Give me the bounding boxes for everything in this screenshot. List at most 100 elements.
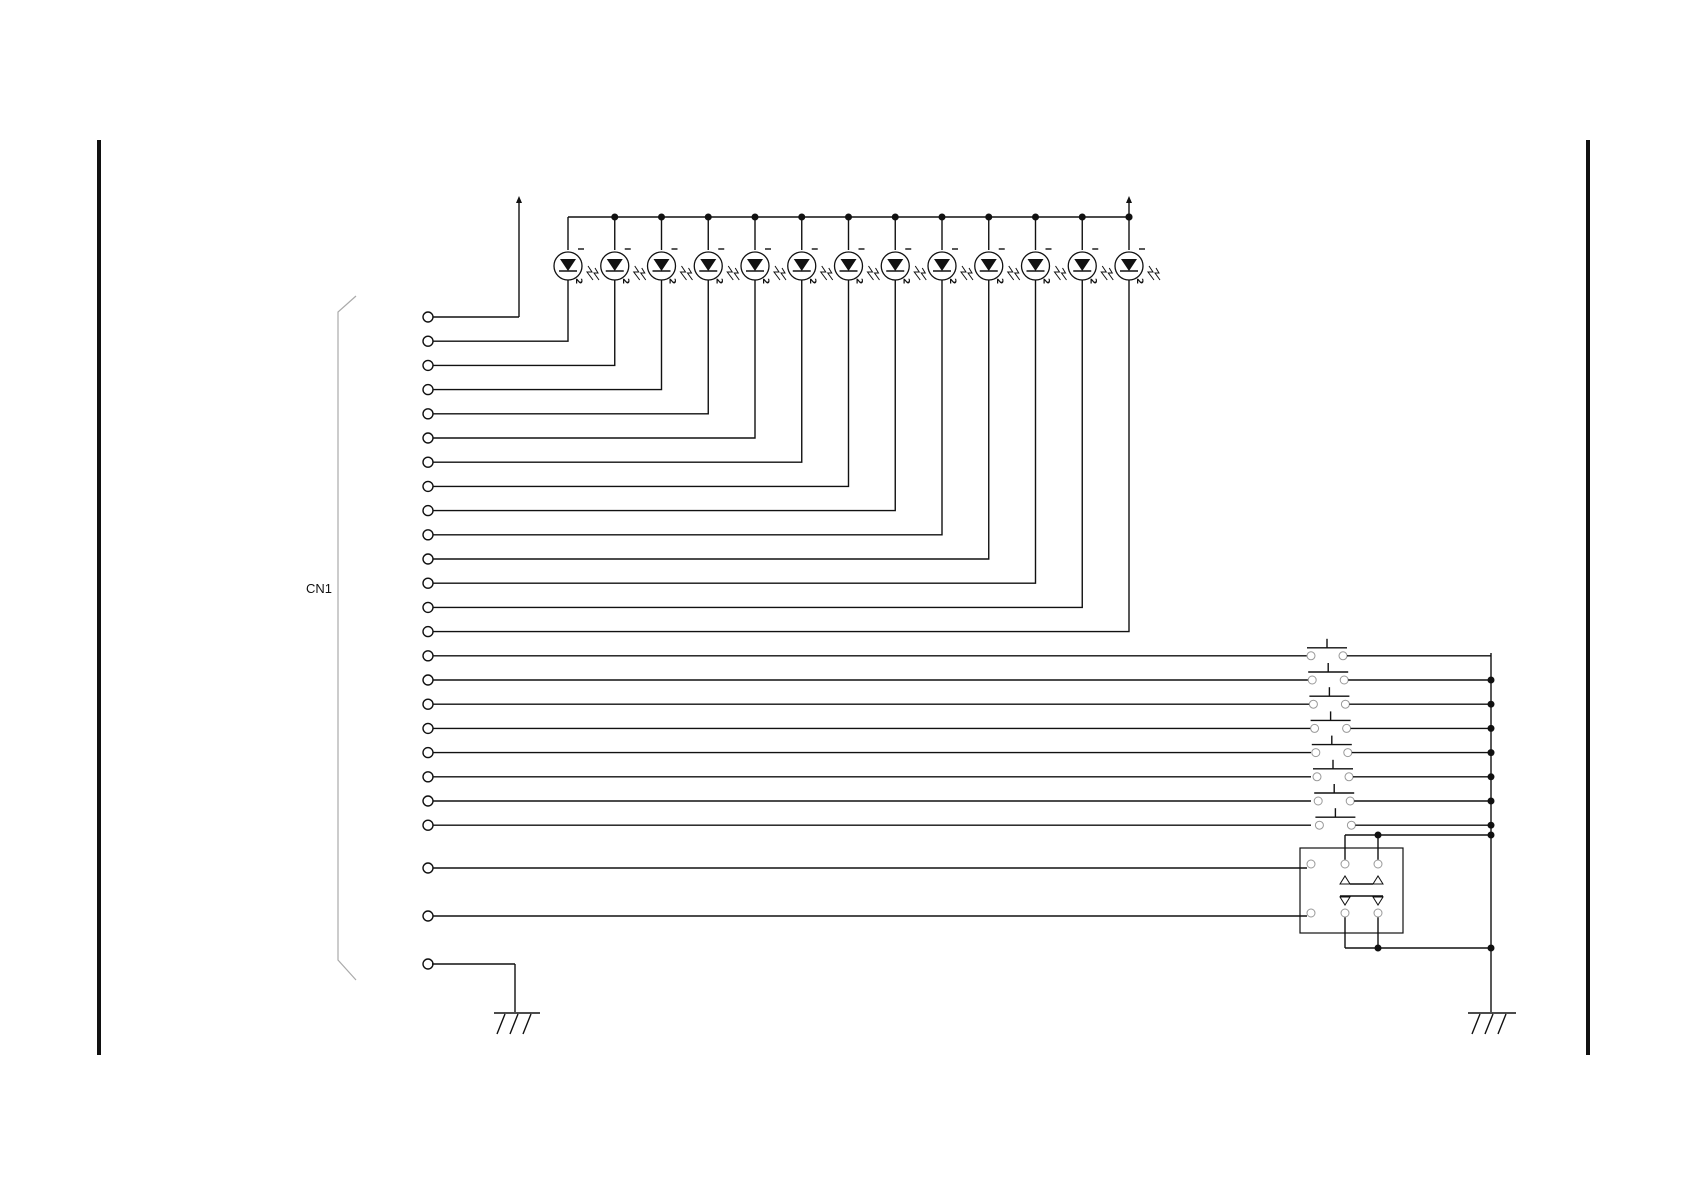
connector-pin[interactable]	[423, 675, 433, 685]
led-icon: 2	[788, 217, 833, 284]
junction-dot	[939, 214, 946, 221]
led-icon: 2	[1022, 217, 1067, 284]
push-switch-icon	[1314, 784, 1491, 805]
led-icon: 2	[741, 217, 786, 284]
switch-actuator-down-icon	[1340, 897, 1383, 905]
connector-pin[interactable]	[423, 602, 433, 612]
connector-pin[interactable]	[423, 863, 433, 873]
junction-dot	[1375, 945, 1382, 952]
led-icon: 2	[601, 217, 646, 284]
connector-pin[interactable]	[423, 959, 433, 969]
push-switch-icon	[1312, 736, 1491, 757]
connector-pin[interactable]	[423, 385, 433, 395]
led-icon: 2	[881, 217, 926, 284]
connector-pin[interactable]	[423, 578, 433, 588]
junction-dot	[845, 214, 852, 221]
connector-pin[interactable]	[423, 911, 433, 921]
led-pin-label: 2	[900, 278, 910, 284]
led-pin-label: 2	[760, 278, 770, 284]
connector-pin[interactable]	[423, 336, 433, 346]
push-switch-icon	[1308, 663, 1491, 684]
led-pin-label: 2	[994, 278, 1004, 284]
led-icon: 2	[1068, 217, 1113, 284]
connector-pin[interactable]	[423, 627, 433, 637]
switch-contact	[1341, 909, 1349, 917]
connector-bracket	[338, 296, 356, 980]
connector-pin[interactable]	[423, 651, 433, 661]
switch-contact	[1307, 909, 1315, 917]
junction-dot	[1126, 214, 1133, 221]
connector-pin[interactable]	[423, 530, 433, 540]
push-switch-icon	[1311, 711, 1491, 732]
connector-pin[interactable]	[423, 748, 433, 758]
wire	[433, 280, 1036, 583]
junction-dot	[611, 214, 618, 221]
switch-contact	[1341, 860, 1349, 868]
wire	[433, 280, 708, 414]
connector-pin[interactable]	[423, 723, 433, 733]
wire	[433, 280, 942, 535]
junction-dot	[658, 214, 665, 221]
led-icon: 2	[648, 217, 693, 284]
push-switch-icon	[1315, 808, 1491, 829]
led-pin-label: 2	[807, 278, 817, 284]
dual-switch-block	[1300, 848, 1403, 933]
connector-pin[interactable]	[423, 554, 433, 564]
connector-pin[interactable]	[423, 481, 433, 491]
junction-dot	[705, 214, 712, 221]
led-bus-arrow-icon	[1126, 196, 1132, 203]
connector-label: CN1	[306, 581, 332, 596]
junction-dot	[798, 214, 805, 221]
led-pin-label: 2	[1041, 278, 1051, 284]
led-pin-label: 2	[620, 278, 630, 284]
junction-dot	[1488, 945, 1495, 952]
switch-contact	[1374, 860, 1382, 868]
connector-pin[interactable]	[423, 409, 433, 419]
wire	[433, 280, 568, 341]
junction-dot	[1079, 214, 1086, 221]
connector-pin[interactable]	[423, 699, 433, 709]
switch-contact	[1374, 909, 1382, 917]
switch-contact	[1307, 860, 1315, 868]
connector-pin[interactable]	[423, 796, 433, 806]
led-icon: 2	[1115, 217, 1160, 284]
push-switch-icon	[1309, 687, 1491, 708]
junction-dot	[1488, 832, 1495, 839]
junction-dot	[892, 214, 899, 221]
wire	[433, 280, 615, 365]
led-pin-label: 2	[713, 278, 723, 284]
connector-pin[interactable]	[423, 772, 433, 782]
junction-dot	[752, 214, 759, 221]
wire	[433, 280, 989, 559]
wire	[433, 280, 1082, 607]
connector-pin[interactable]	[423, 457, 433, 467]
connector-pin[interactable]	[423, 820, 433, 830]
led-pin-label: 2	[947, 278, 957, 284]
connector-pin[interactable]	[423, 312, 433, 322]
wire	[433, 280, 662, 390]
wire	[433, 280, 895, 511]
push-switch-icon	[1307, 639, 1491, 660]
switch-actuator-up-icon	[1340, 876, 1383, 884]
wire	[433, 280, 849, 486]
connector-pin[interactable]	[423, 360, 433, 370]
led-icon: 2	[975, 217, 1020, 284]
ground-icon	[494, 1013, 540, 1034]
led-pin-label: 2	[854, 278, 864, 284]
junction-dot	[1375, 832, 1382, 839]
ground-icon	[1468, 1013, 1516, 1034]
led-icon: 2	[835, 217, 880, 284]
junction-dot	[1032, 214, 1039, 221]
wire	[433, 280, 802, 462]
led-pin-label: 2	[573, 278, 583, 284]
led-pin-label: 2	[667, 278, 677, 284]
led-icon: 2	[928, 217, 973, 284]
connector-pin[interactable]	[423, 506, 433, 516]
push-switch-icon	[1313, 760, 1491, 781]
led-pin-label: 2	[1134, 278, 1144, 284]
junction-dot	[985, 214, 992, 221]
connector-pin[interactable]	[423, 433, 433, 443]
supply-arrow-icon	[516, 196, 522, 203]
led-icon: 2	[694, 217, 739, 284]
